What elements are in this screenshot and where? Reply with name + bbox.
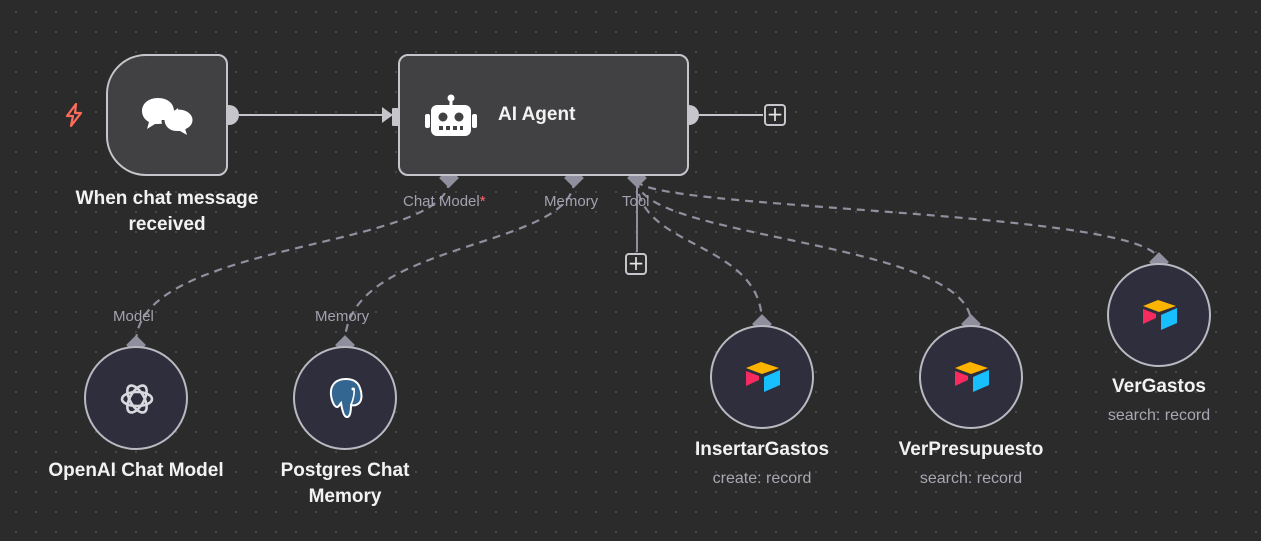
model-connection[interactable] bbox=[134, 179, 451, 344]
lightning-icon bbox=[65, 103, 83, 127]
insertargastos-title: InsertarGastos bbox=[694, 439, 830, 460]
robot-icon bbox=[425, 94, 477, 136]
insertargastos-node[interactable] bbox=[710, 325, 814, 429]
tool-connection-vergastos[interactable] bbox=[635, 179, 1161, 262]
tool-connection-insertargastos[interactable] bbox=[635, 179, 764, 324]
ai-agent-node[interactable]: AI Agent bbox=[392, 54, 689, 176]
chat-trigger-node[interactable] bbox=[106, 54, 228, 176]
chat-model-port-label: Chat Model* bbox=[403, 193, 486, 210]
memory-connection[interactable] bbox=[343, 179, 576, 344]
tool-port-label: Tool bbox=[622, 193, 650, 210]
vergastos-title: VerGastos bbox=[1112, 376, 1206, 397]
verpresupuesto-subtitle: search: record bbox=[919, 470, 1023, 487]
postgres-elephant-icon bbox=[329, 377, 363, 419]
postgres-chat-memory-title: Postgres Chat Memory bbox=[280, 460, 410, 507]
memory-input-port-label: Memory bbox=[315, 308, 370, 325]
verpresupuesto-title: VerPresupuesto bbox=[898, 439, 1044, 460]
airtable-icon bbox=[1143, 300, 1177, 330]
ai-agent-title: AI Agent bbox=[498, 104, 576, 125]
chat-trigger-title: When chat message received bbox=[75, 188, 259, 235]
tool-connection-verpresupuesto[interactable] bbox=[635, 179, 973, 324]
openai-chat-model-title: OpenAI Chat Model bbox=[48, 460, 224, 481]
airtable-icon bbox=[955, 362, 989, 392]
openai-icon bbox=[120, 384, 154, 414]
vergastos-subtitle: search: record bbox=[1107, 407, 1211, 424]
openai-chat-model-node[interactable] bbox=[84, 346, 188, 450]
main-connection-arrowhead bbox=[382, 107, 393, 123]
airtable-icon bbox=[746, 362, 780, 392]
agent-add-node-button[interactable]: + bbox=[764, 104, 786, 126]
chat-model-port-text: Chat Model bbox=[403, 193, 480, 210]
required-marker: * bbox=[479, 193, 486, 210]
memory-port-label: Memory bbox=[544, 193, 599, 210]
agent-input-handle[interactable] bbox=[392, 108, 400, 126]
verpresupuesto-node[interactable] bbox=[919, 325, 1023, 429]
vergastos-node[interactable] bbox=[1107, 263, 1211, 367]
tool-add-button[interactable]: + bbox=[625, 253, 647, 275]
chat-bubbles-icon bbox=[142, 98, 196, 140]
postgres-chat-memory-node[interactable] bbox=[293, 346, 397, 450]
model-port-label: Model bbox=[113, 308, 154, 325]
insertargastos-subtitle: create: record bbox=[712, 470, 812, 487]
